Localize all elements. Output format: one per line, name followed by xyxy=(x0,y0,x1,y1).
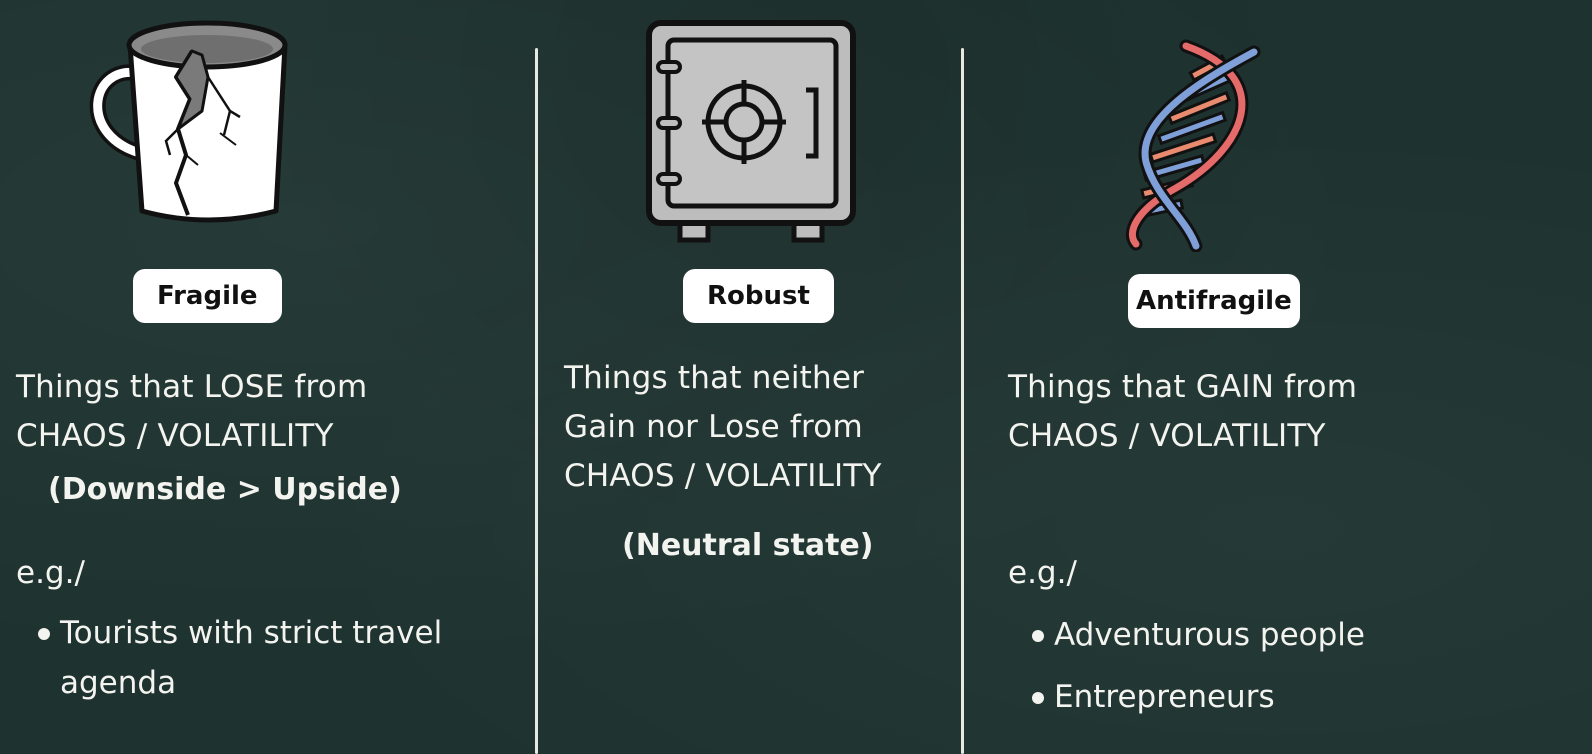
robust-description-line-2: Gain nor Lose from xyxy=(564,409,863,445)
bullet-dot xyxy=(38,628,50,640)
fragile-description-line-1: Things that LOSE from xyxy=(16,369,368,405)
antifragile-example-item-2: Entrepreneurs xyxy=(1032,672,1275,722)
fragile-example-text: Tourists with strict travel agenda xyxy=(60,615,443,701)
column-divider-right xyxy=(961,48,964,754)
antifragile-description-line-1: Things that GAIN from xyxy=(1008,369,1358,405)
robust-column: Robust Things that neither Gain nor Lose… xyxy=(538,0,961,754)
robust-description-line-1: Things that neither xyxy=(564,360,865,396)
fragile-examples-heading: e.g./ xyxy=(16,555,85,591)
fragile-column: Fragile Things that LOSE from CHAOS / VO… xyxy=(0,0,535,754)
antifragile-examples-heading: e.g./ xyxy=(1008,555,1077,591)
antifragile-example-text-2: Entrepreneurs xyxy=(1054,679,1275,715)
robust-label: Robust xyxy=(683,269,834,323)
safe-icon xyxy=(646,20,856,243)
antifragile-column: Antifragile Things that GAIN from CHAOS … xyxy=(964,0,1592,754)
fragile-note: (Downside > Upside) xyxy=(48,472,402,507)
broken-mug-icon xyxy=(89,20,288,223)
antifragile-example-item-1: Adventurous people xyxy=(1032,610,1365,660)
robust-note: (Neutral state) xyxy=(622,528,874,563)
bullet-dot xyxy=(1032,630,1044,642)
bullet-dot xyxy=(1032,692,1044,704)
antifragile-example-text-1: Adventurous people xyxy=(1054,617,1365,653)
dna-helix-icon xyxy=(1125,39,1261,252)
fragile-label: Fragile xyxy=(133,269,282,323)
fragile-example-item: Tourists with strict travel agenda xyxy=(38,608,518,708)
robust-description-line-3: CHAOS / VOLATILITY xyxy=(564,458,882,494)
antifragile-description-line-2: CHAOS / VOLATILITY xyxy=(1008,418,1326,454)
column-divider-left xyxy=(535,48,538,754)
antifragile-label: Antifragile xyxy=(1128,274,1300,328)
fragile-description-line-2: CHAOS / VOLATILITY xyxy=(16,418,334,454)
